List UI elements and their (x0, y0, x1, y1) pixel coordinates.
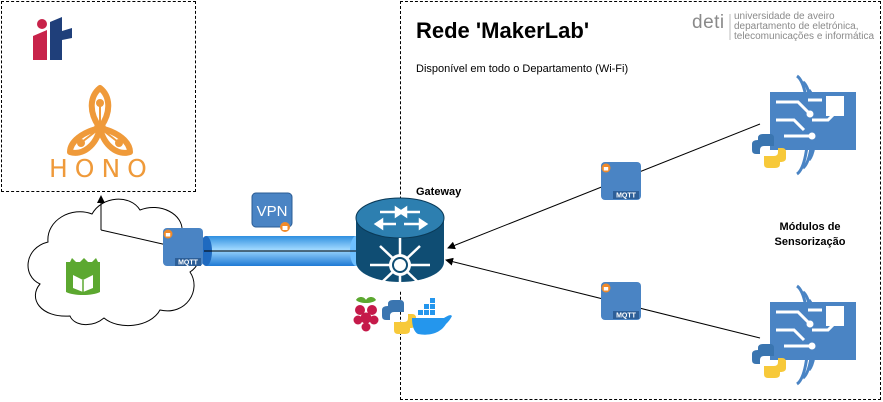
vpn-icon: VPN (251, 192, 293, 232)
hono-server-box (1, 1, 196, 192)
green-app-icon (66, 258, 100, 295)
it-logo-icon (33, 17, 72, 60)
mqtt-label-top: MQTT (616, 193, 637, 200)
network-title: Rede 'MakerLab' (416, 18, 590, 43)
network-subtitle: Disponível em todo o Departamento (Wi-Fi… (416, 63, 629, 75)
mqtt-label-cloud: MQTT (178, 260, 199, 267)
hono-logo-icon (67, 85, 133, 156)
router-icon (355, 197, 445, 290)
raspberry-pi-icon (353, 297, 379, 332)
lock-icon (163, 229, 173, 239)
python-icon (382, 300, 416, 334)
sensor-label-line-1: Módulos de (779, 221, 841, 233)
deti-logo: deti (692, 12, 725, 33)
sensor-label-line-2: Sensorização (774, 236, 846, 248)
mqtt-top-badge: MQTT (601, 162, 641, 200)
university-text: universidade de aveiro departamento de e… (734, 12, 880, 42)
circuit-board-icon (770, 74, 856, 176)
docker-icon (412, 298, 452, 335)
lock-icon (601, 163, 611, 173)
hono-network-icon (77, 99, 123, 147)
mqtt-cloud-badge: MQTT (163, 228, 203, 267)
hono-label: HONO (49, 154, 154, 183)
mqtt-bottom-badge: MQTT (601, 282, 641, 320)
gateway-label: Gateway (416, 186, 462, 198)
university-line-1: universidade de aveiro (734, 11, 835, 22)
sensor-modules-label: Módulos de Sensorização (760, 220, 860, 250)
lock-icon (601, 283, 611, 293)
university-line-3: telecomunicações e informática (734, 31, 875, 42)
circuit-board-icon (770, 284, 856, 386)
university-line-2: departamento de eletrónica, (734, 21, 859, 32)
python-icon (752, 344, 786, 378)
python-icon (752, 134, 786, 168)
cloud-icon (27, 198, 201, 327)
vpn-label: VPN (257, 203, 288, 220)
mqtt-label-bottom: MQTT (616, 313, 637, 320)
